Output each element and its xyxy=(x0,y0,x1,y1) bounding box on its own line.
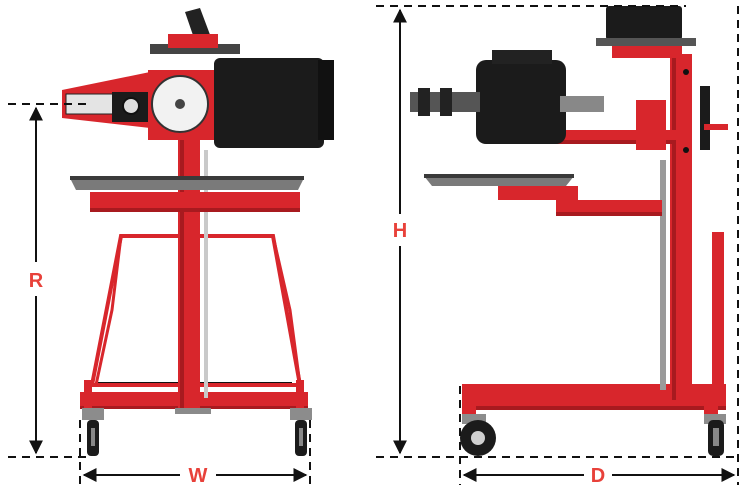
side-view xyxy=(410,6,728,456)
side-caster-right xyxy=(704,414,726,456)
dimension-guides xyxy=(8,5,740,485)
dimension-label-r: R xyxy=(29,270,44,292)
side-head-assembly xyxy=(410,50,676,150)
side-top-mount xyxy=(596,6,696,58)
front-caster-right xyxy=(290,408,312,456)
side-column xyxy=(660,54,728,402)
front-view xyxy=(62,8,334,456)
dimension-label-h: H xyxy=(393,220,407,242)
dimension-arrows xyxy=(29,8,736,482)
front-head-assembly xyxy=(62,8,334,148)
dimension-label-d: D xyxy=(591,465,605,487)
side-caster-left xyxy=(460,414,496,456)
front-side-frame xyxy=(89,234,303,387)
front-tray xyxy=(70,176,304,212)
front-caster-left xyxy=(82,408,104,456)
side-tray xyxy=(424,174,662,216)
dimension-label-w: W xyxy=(189,465,208,487)
